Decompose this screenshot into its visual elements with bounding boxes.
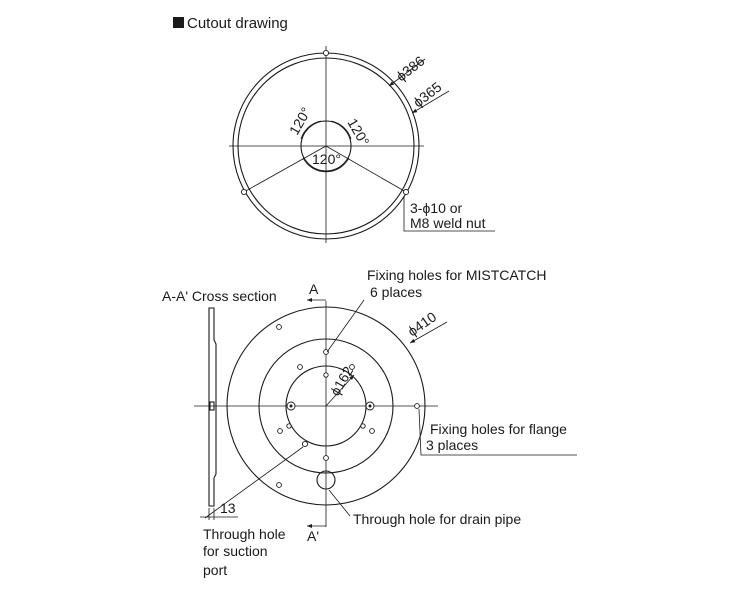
cutout-angle-arc	[302, 157, 350, 173]
mistcatch-fixing-hole	[349, 364, 355, 370]
thickness-value: 13	[220, 500, 236, 516]
suction-label-line3: port	[203, 562, 227, 578]
suction-label-line1: Through hole	[203, 526, 286, 542]
suction-label-line2: for suction	[203, 543, 268, 559]
flange-fixing-hole	[276, 324, 282, 330]
cutout-drawing: Cutout drawing 120° 120° 120° ϕ386 ϕ365 …	[173, 15, 495, 243]
cutout-dim-leader-outer	[388, 58, 426, 87]
mistcatch-fixing-hole	[323, 349, 329, 355]
mistcatch-leader	[326, 299, 365, 353]
weld-nut-center	[289, 404, 293, 408]
mistcatch-label-line1: Fixing holes for MISTCATCH	[367, 267, 546, 283]
drain-pipe-leader	[328, 489, 351, 517]
plate-small-hole	[286, 423, 292, 429]
flange-holes-line1: Fixing holes for flange	[430, 421, 567, 437]
heading-square-icon	[173, 17, 184, 28]
flange-dim-leader-inner	[325, 374, 355, 407]
mistcatch-label-line2: 6 places	[370, 284, 422, 300]
cutout-note-line2: M8 weld nut	[410, 215, 486, 231]
cutout-bolt-hole	[322, 49, 330, 57]
mistcatch-fixing-hole	[297, 364, 303, 370]
cutout-pitch-line-right	[325, 145, 407, 193]
cutout-angle-label-bottom: 120°	[312, 151, 341, 167]
plate-small-hole	[360, 423, 366, 429]
cutout-pitch-line-left	[243, 145, 327, 193]
cutout-note-line1: 3-ϕ10 or	[410, 200, 463, 216]
cutout-note-leader	[403, 196, 495, 232]
flange-dim-leader-outer	[409, 321, 448, 344]
mistcatch-fixing-hole	[277, 428, 283, 434]
cutout-dim-outer: ϕ386	[393, 52, 428, 84]
section-mark-top: A	[309, 281, 319, 297]
cutout-angle-label-left: 120°	[286, 104, 314, 137]
flange-fixing-hole	[276, 482, 282, 488]
cross-section-profile	[208, 307, 217, 507]
cutout-angle-label-right: 120°	[344, 116, 372, 149]
section-mark-bottom: A'	[307, 528, 319, 544]
suction-port-leader	[204, 446, 304, 519]
mistcatch-fixing-hole	[323, 455, 329, 461]
cutout-bolt-hole	[402, 188, 410, 196]
cutout-bolt-hole	[240, 188, 248, 196]
mistcatch-fixing-hole	[369, 428, 375, 434]
plate-small-hole	[323, 372, 329, 378]
cutout-angle-arc	[330, 120, 352, 140]
cutout-dim-inner: ϕ365	[410, 78, 445, 110]
flange-fixing-hole	[414, 403, 420, 409]
flange-drawing: A-A' Cross section 13 A A'	[162, 267, 577, 578]
cutout-heading: Cutout drawing	[187, 15, 288, 32]
cutout-dim-leader-inner	[411, 90, 450, 114]
suction-port-hole	[301, 440, 309, 448]
drain-pipe-label: Through hole for drain pipe	[353, 511, 521, 527]
flange-holes-line2: 3 places	[426, 437, 478, 453]
flange-dim-outer: ϕ410	[405, 308, 440, 339]
flange-holes-leader	[418, 408, 577, 456]
cross-section-label: A-A' Cross section	[162, 288, 277, 304]
weld-nut-center	[368, 404, 372, 408]
cutout-angle-arc	[300, 120, 322, 140]
